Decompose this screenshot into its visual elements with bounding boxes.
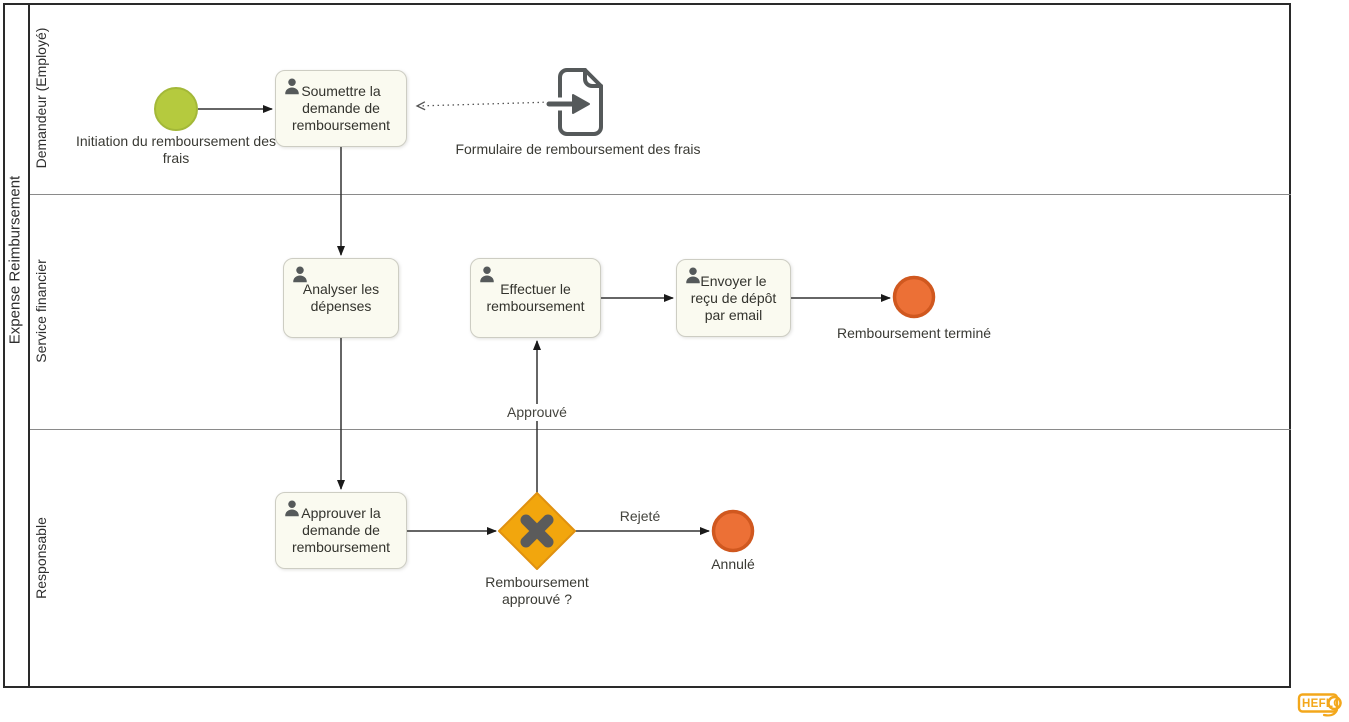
start-event[interactable] xyxy=(154,87,198,131)
data-object-form[interactable] xyxy=(543,68,603,136)
document-icon xyxy=(558,68,603,136)
data-input-arrow-icon xyxy=(543,94,591,114)
logo-smile xyxy=(1322,708,1339,717)
task-approuver-demande[interactable]: Approuver la demande de remboursement xyxy=(275,492,407,569)
pool-border xyxy=(3,3,1291,688)
logo-frame xyxy=(1297,693,1339,713)
data-object-label: Formulaire de remboursement des frais xyxy=(455,141,701,157)
association-form-to-soumettre xyxy=(415,101,555,111)
person-icon xyxy=(293,266,307,283)
edge-label-approuve: Approuvé xyxy=(497,404,577,421)
gateway-label: Remboursement approuvé ? xyxy=(485,574,589,607)
pool-title-separator xyxy=(28,3,30,688)
x-icon xyxy=(520,514,554,548)
task-soumettre-demande[interactable]: Soumettre la demande de remboursement xyxy=(275,70,407,147)
end-event-annule-label: Annulé xyxy=(711,556,755,572)
end-event-annule[interactable] xyxy=(711,509,755,553)
task-label: Envoyer le reçu de dépôt par email xyxy=(690,272,777,323)
start-event-label: Initiation du remboursement des frais xyxy=(76,133,276,166)
exclusive-gateway[interactable] xyxy=(498,492,576,570)
edge-label-rejete: Rejeté xyxy=(619,508,661,524)
logo-text: HEFLO xyxy=(1302,698,1342,710)
person-icon xyxy=(686,267,700,284)
person-icon xyxy=(480,266,494,283)
person-icon xyxy=(285,500,299,517)
task-label: Effectuer le remboursement xyxy=(486,281,585,314)
lane-divider-1 xyxy=(30,194,1291,195)
heflo-logo[interactable]: HEFLO xyxy=(1297,691,1349,721)
task-label: Analyser les dépenses xyxy=(302,281,380,314)
person-icon xyxy=(285,78,299,95)
task-label: Approuver la demande de remboursement xyxy=(291,505,391,555)
task-effectuer-remboursement[interactable]: Effectuer le remboursement xyxy=(470,258,601,338)
task-analyser-depenses[interactable]: Analyser les dépenses xyxy=(283,258,399,338)
document-fold xyxy=(583,68,603,88)
end-event-termine-label: Remboursement terminé xyxy=(836,325,992,341)
end-event-termine[interactable] xyxy=(892,275,936,319)
lane-divider-2 xyxy=(30,429,1291,430)
task-label: Soumettre la demande de remboursement xyxy=(291,83,391,133)
task-envoyer-recu[interactable]: Envoyer le reçu de dépôt par email xyxy=(676,259,791,337)
logo-magnifier-icon xyxy=(1327,695,1342,711)
